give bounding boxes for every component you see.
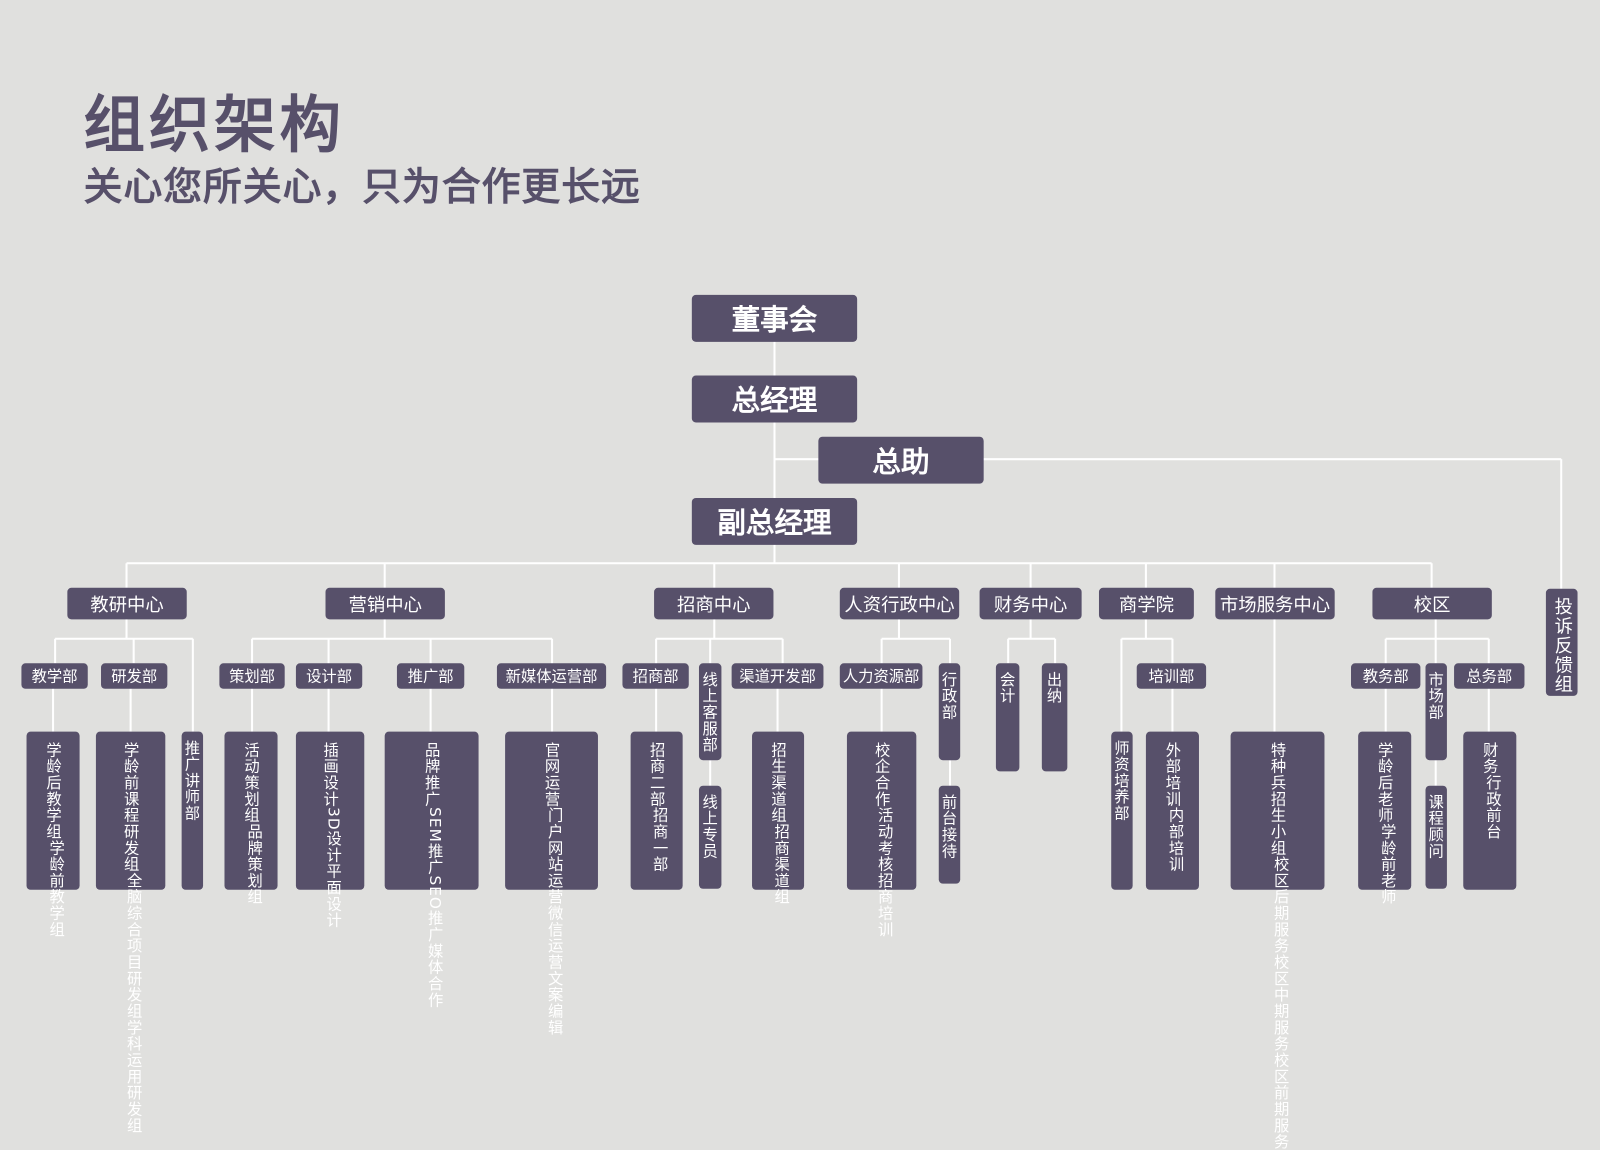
leaf-item: 特种兵招生小组 (1268, 741, 1288, 857)
page-subtitle: 关心您所关心，只为合作更长远 (83, 164, 641, 210)
assistant-node: 总助 (818, 436, 984, 484)
dept-promo-lecturer: 推广讲师部 (181, 731, 204, 890)
leaf-item: 媒体合作 (426, 942, 445, 1008)
dept-general-affairs: 总务部 (1454, 663, 1525, 689)
leaf-item: 学龄前课程研发组 (121, 741, 141, 873)
leaf-item: 品牌策划组 (245, 823, 264, 906)
leaf-reception: 前台接待 (938, 785, 961, 884)
leaf-item: 学科运用研发组 (124, 1019, 144, 1134)
dept-channel-dev: 渠道开发部 (731, 663, 824, 689)
dept-accounting: 会计 (995, 663, 1020, 772)
leaf-rnd-groups: 学龄前课程研发组全脑综合项目研发组学科运用研发组 (95, 731, 166, 1134)
leaf-item: 招商一部 (651, 807, 670, 873)
dept-planning: 策划部 (219, 663, 285, 689)
leaf-item: 校区后期服务 (1271, 856, 1291, 955)
leaf-new-media-roles: 官网运营门户网站运营微信运营文案编辑 (505, 731, 598, 1036)
leaf-hr-roles: 校企合作活动考核招商培训 (846, 731, 917, 938)
leaf-item: 外部培训 (1163, 741, 1183, 808)
center-research: 教研中心 (67, 587, 187, 620)
dept-teacher-training: 师资培养部 (1111, 731, 1133, 890)
leaf-item: 全脑综合项目研发组 (124, 872, 144, 1020)
leaf-item: 平面设计 (324, 863, 343, 929)
leaf-item: 文案编辑 (545, 970, 565, 1036)
leaf-item: 校区中期服务 (1271, 954, 1291, 1053)
board-node: 董事会 (691, 294, 858, 342)
dept-rnd: 研发部 (101, 663, 168, 689)
leaf-item: 学龄后教学组 (44, 741, 63, 840)
leaf-item: 内部培训 (1166, 807, 1186, 873)
dept-online-cs: 线上客服部 (698, 663, 722, 761)
leaf-item: 招商二部 (647, 741, 667, 808)
center-finance: 财务中心 (979, 587, 1082, 620)
dept-investment: 招商部 (622, 663, 689, 689)
leaf-item: 3D设计 (324, 807, 343, 864)
leaf-item: 活动考核 (876, 807, 895, 873)
leaf-investment-units: 招商二部招商一部 (630, 731, 683, 890)
center-business-school: 商学院 (1098, 587, 1194, 620)
dept-admin: 行政部 (938, 663, 961, 761)
leaf-item: SEO推广 (426, 875, 445, 943)
dept-cashier: 出纳 (1041, 663, 1068, 772)
leaf-item: 学龄前老师 (1379, 823, 1398, 906)
leaf-channel-groups: 招生渠道组招商渠道组 (752, 731, 805, 905)
leaf-item: 财务 (1481, 741, 1500, 775)
center-investment: 招商中心 (654, 587, 774, 620)
dept-teaching: 教学部 (21, 663, 88, 689)
leaf-item: 招商培训 (876, 872, 895, 938)
dept-hr: 人力资源部 (839, 663, 923, 689)
page-title: 组织架构 (83, 89, 345, 162)
leaf-item: 招商渠道组 (772, 823, 791, 906)
leaf-item: 行政前台 (1484, 774, 1503, 840)
leaf-item: 插画设计 (321, 741, 340, 808)
dept-training: 培训部 (1136, 663, 1207, 689)
dept-academic: 教务部 (1351, 663, 1421, 689)
center-campus: 校区 (1372, 587, 1492, 620)
leaf-teaching-groups: 学龄后教学组学龄前教学组 (26, 731, 80, 938)
leaf-item: 活动策划组 (242, 741, 261, 824)
leaf-item: 招生渠道组 (769, 741, 788, 824)
leaf-item: 校企合作 (872, 741, 892, 808)
vice-general-manager-node: 副总经理 (691, 497, 858, 545)
org-chart: 组织架构 关心您所关心，只为合作更长远 董事会总经理总助副总经理投诉反馈组 教研中… (21, 89, 1578, 1150)
dept-new-media: 新媒体运营部 (496, 663, 607, 689)
leaf-online-staff: 线上专员 (698, 785, 722, 889)
leaf-item: 门户网站运营 (545, 807, 565, 906)
leaf-item: 学龄后老师 (1376, 741, 1395, 824)
center-marketing: 营销中心 (325, 587, 445, 620)
leaf-academic-teachers: 学龄后老师学龄前老师 (1358, 731, 1412, 905)
leaf-planning-groups: 活动策划组品牌策划组 (224, 731, 278, 905)
general-manager-node: 总经理 (691, 375, 858, 423)
leaf-item: 校区前期服务 (1271, 1052, 1291, 1150)
leaf-general-affairs-roles: 财务行政前台 (1463, 731, 1517, 890)
center-market-service: 市场服务中心 (1215, 587, 1335, 620)
leaf-course-consultant: 课程顾问 (1425, 785, 1447, 889)
leaf-item: 品牌推广 (422, 741, 442, 808)
leaf-training-types: 外部培训内部培训 (1145, 731, 1199, 890)
leaf-market-service-roles: 特种兵招生小组校区后期服务校区中期服务校区前期服务 (1230, 731, 1325, 1150)
leaf-item: SEM推广 (426, 807, 445, 876)
leaf-item: 官网运营 (542, 741, 562, 808)
leaf-item: 学龄前教学组 (47, 839, 66, 938)
leaf-item: 微信运营 (545, 905, 565, 971)
dept-design: 设计部 (295, 663, 363, 689)
dept-market: 市场部 (1425, 663, 1447, 761)
dept-promotion: 推广部 (396, 663, 465, 689)
center-hr-admin: 人资行政中心 (839, 587, 960, 620)
complaints-node: 投诉反馈组 (1545, 588, 1578, 696)
